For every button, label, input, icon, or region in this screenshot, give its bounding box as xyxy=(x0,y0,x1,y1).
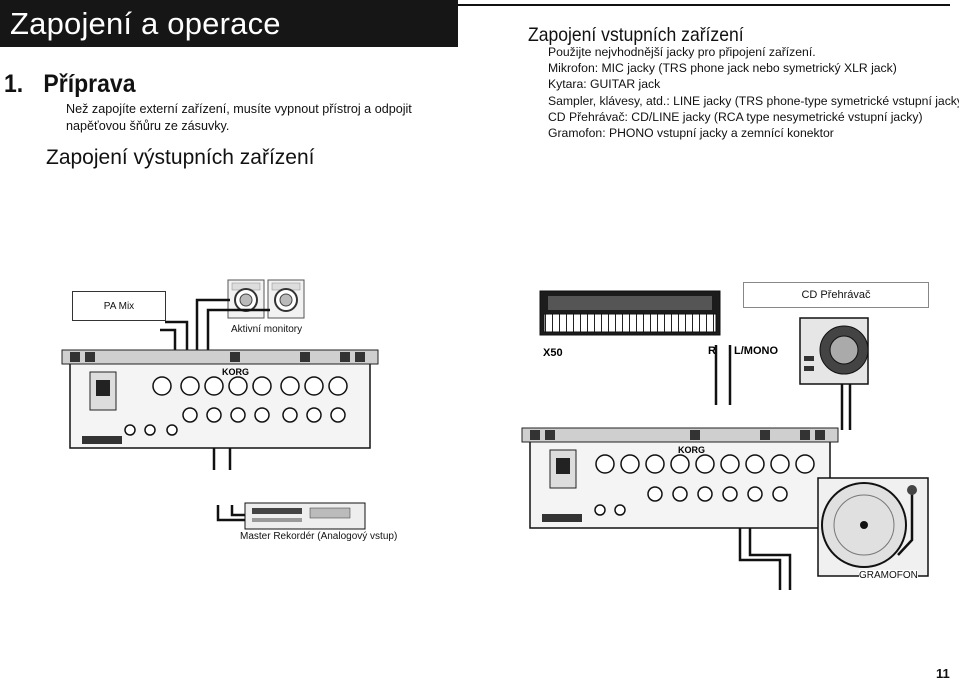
cd-player-label: CD Přehrávač xyxy=(743,282,929,308)
mixer-right: KORG xyxy=(521,427,839,529)
cd-player xyxy=(799,317,869,385)
keyboard-model-label: X50 xyxy=(543,347,563,359)
turntable xyxy=(817,477,929,577)
output-cables xyxy=(160,298,270,522)
gramofon-label: GRAMOFON xyxy=(859,570,918,581)
active-monitors xyxy=(227,279,305,319)
mixer-left: KORG xyxy=(61,349,379,449)
input-line: CD Přehrávač: CD/LINE jacky (RCA type ne… xyxy=(548,109,923,124)
input-line: Gramofon: PHONO vstupní jacky a zemnící … xyxy=(548,126,834,141)
pa-mix-text: PA Mix xyxy=(103,300,135,312)
pa-mix-label: PA Mix xyxy=(72,291,166,321)
master-recorder xyxy=(244,502,366,530)
output-section-title: Zapojení výstupních zařízení xyxy=(46,146,315,169)
prep-number: 1. xyxy=(4,70,24,98)
input-line: Kytara: GUITAR jack xyxy=(548,77,661,92)
chapter-title-bar: Zapojení a operace xyxy=(0,0,458,47)
mixer-right-brand: KORG xyxy=(678,445,705,455)
mixer-left-brand: KORG xyxy=(222,367,249,377)
input-line: Mikrofon: MIC jacky (TRS phone jack nebo… xyxy=(548,61,897,76)
prep-text: Než zapojíte externí zařízení, musíte vy… xyxy=(66,102,412,133)
monitors-label: Aktivní monitory xyxy=(231,324,303,335)
prep-heading: 1. Příprava xyxy=(4,70,135,99)
keyboard-x50: X50 R L/MONO xyxy=(539,290,778,359)
input-line: Použijte nejvhodnější jacky pro připojen… xyxy=(548,45,816,59)
input-section-lines: Použijte nejvhodnější jacky pro připojen… xyxy=(548,44,959,141)
cd-player-text: CD Přehrávač xyxy=(801,289,871,301)
header-rule xyxy=(458,4,950,6)
keyboard-out-label: L/MONO xyxy=(734,345,778,357)
chapter-title: Zapojení a operace xyxy=(10,6,281,41)
input-cables xyxy=(714,345,852,590)
prep-title: Příprava xyxy=(43,70,136,98)
keyboard-r-label: R xyxy=(708,345,716,357)
page-number: 11 xyxy=(936,666,950,681)
input-section-title: Zapojení vstupních zařízení xyxy=(528,24,744,46)
input-line: Sampler, klávesy, atd.: LINE jacky (TRS … xyxy=(548,93,959,108)
master-recorder-label: Master Rekordér (Analogový vstup) xyxy=(240,531,398,542)
